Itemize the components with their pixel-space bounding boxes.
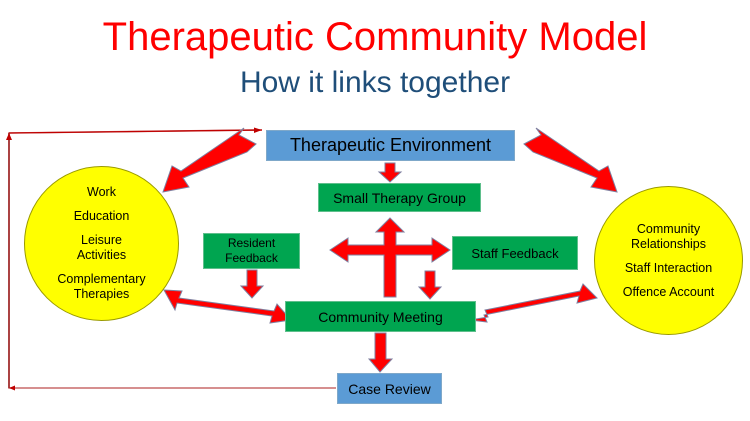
left-circle-item-complementary-therapies-line1: Complementary (57, 272, 146, 286)
case-review-feedback-loop-connector (6, 127, 336, 391)
left-circle-to-community-meeting-connector (163, 289, 292, 324)
three-way-feedback-arrow-connector (329, 217, 451, 298)
node-left-circle[interactable]: Work Education Leisure Activities Comple… (24, 166, 179, 321)
left-circle-item-work: Work (87, 185, 116, 199)
node-right-circle[interactable]: Community Relationships Staff Interactio… (594, 186, 743, 335)
node-resident-feedback-label: Resident Feedback (204, 236, 299, 266)
node-therapeutic-environment-label: Therapeutic Environment (289, 135, 492, 155)
node-community-meeting[interactable]: Community Meeting (285, 301, 476, 332)
right-circle-item-offence-account: Offence Account (622, 284, 715, 299)
left-circle-item-education: Education (73, 209, 130, 223)
right-circle-item-community-relationships-line1: Community (636, 221, 701, 236)
community-meeting-to-right-circle-connector (469, 283, 598, 323)
therapeutic-environment-to-small-therapy-group-connector (377, 162, 403, 183)
therapeutic-environment-to-right-circle-connector (523, 127, 618, 193)
right-circle-item-community-relationships-line2: Relationships (630, 236, 707, 251)
node-resident-feedback[interactable]: Resident Feedback (203, 233, 300, 269)
node-resident-feedback-label-line2: Feedback (225, 251, 278, 265)
right-circle-item-staff-interaction: Staff Interaction (624, 260, 713, 275)
node-case-review-label: Case Review (348, 380, 431, 397)
community-meeting-to-case-review-connector (367, 332, 394, 373)
diagram-title: Therapeutic Community Model (102, 15, 648, 59)
node-community-meeting-label: Community Meeting (318, 308, 443, 325)
resident-feedback-to-community-meeting-connector (239, 269, 265, 299)
node-therapeutic-environment[interactable]: Therapeutic Environment (266, 130, 515, 161)
node-case-review[interactable]: Case Review (337, 373, 442, 404)
node-small-therapy-group[interactable]: Small Therapy Group (318, 183, 481, 212)
left-circle-item-leisure-activities-line1: Leisure (81, 233, 122, 247)
diagram-subtitle: How it links together (239, 66, 511, 99)
node-resident-feedback-label-line1: Resident (227, 236, 276, 250)
node-staff-feedback[interactable]: Staff Feedback (452, 236, 578, 270)
left-circle-item-leisure-activities-line2: Activities (76, 248, 127, 262)
therapeutic-environment-to-left-circle-connector (162, 127, 257, 193)
staff-feedback-to-community-meeting-connector (417, 270, 443, 300)
node-small-therapy-group-label: Small Therapy Group (333, 189, 466, 206)
left-circle-item-complementary-therapies-line2: Therapies (73, 287, 130, 301)
node-staff-feedback-label: Staff Feedback (471, 245, 559, 261)
